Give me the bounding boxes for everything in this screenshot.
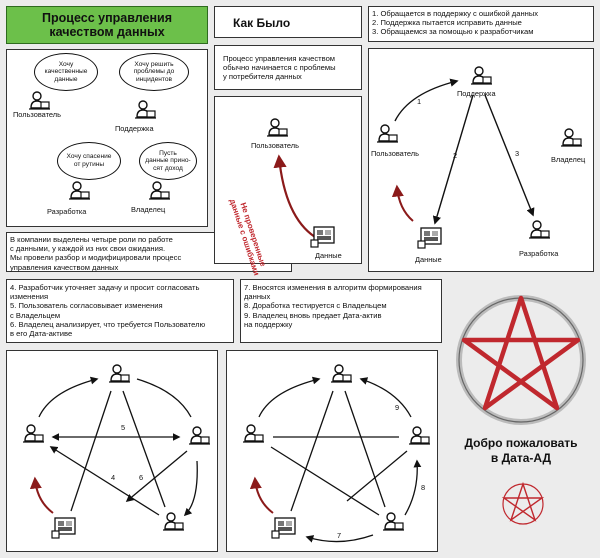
developer-bubble: Хочу спасение от рутины [57, 142, 121, 180]
owner-icon [408, 426, 431, 445]
support-icon [470, 66, 493, 85]
edge-3 [484, 94, 535, 217]
edge-label-8: 8 [421, 483, 426, 492]
developer-icon [162, 512, 185, 531]
data-icon [271, 517, 296, 539]
edge-2 [432, 94, 474, 225]
page-title: Процесс управления качеством данных [6, 6, 208, 44]
data-icon [51, 517, 76, 539]
owner-icon [188, 426, 211, 445]
steps-1-3-text: 1. Обращается в поддержку с ошибкой данн… [372, 9, 539, 37]
user-label: Пользователь [371, 149, 419, 158]
edge-label-1: 1 [417, 97, 422, 106]
kak-bylo-title: Как Было [233, 16, 291, 30]
developer-icon [382, 512, 405, 531]
owner-label: Владелец [131, 205, 166, 214]
developer-label: Разработка [47, 207, 87, 216]
bad-data-panel: Пользователь Не проверенные данные с оши… [214, 96, 362, 277]
diagram-7-9: 9 8 7 [226, 350, 438, 552]
owner-label: Владелец [551, 155, 586, 164]
intro-panel: В компании выделены четыре роли по работ… [6, 232, 292, 272]
diagram-4-6: 5 4 6 [6, 350, 218, 552]
start-text: Процесс управления качеством обычно начи… [223, 54, 336, 82]
kak-bylo-panel: Как Было [214, 6, 362, 38]
developer-icon [528, 220, 551, 239]
edge-label-6: 6 [139, 473, 144, 482]
edge-1 [394, 78, 459, 122]
steps-4-6-panel: 4. Разработчик уточняет задачу и просит … [6, 279, 234, 343]
support-icon [108, 364, 131, 383]
support-label: Поддержка [457, 89, 496, 98]
steps-7-9-text: 7. Вносятся изменения в алгоритм формиро… [244, 283, 422, 329]
edge-9 [359, 377, 412, 418]
data-label: Данные [315, 251, 342, 260]
diagram-1-3: Поддержка Пользователь Владелец Данные Р… [368, 48, 594, 272]
user-icon [376, 124, 399, 143]
edge-label-7: 7 [337, 531, 342, 540]
steps-7-9-panel: 7. Вносятся изменения в алгоритм формиро… [240, 279, 442, 343]
red-arrow [273, 154, 316, 238]
red-edge [391, 184, 414, 222]
welcome-text: Добро пожаловать в Дата-АД [464, 436, 578, 465]
support-icon [134, 100, 157, 119]
edge-6 [125, 450, 188, 502]
developer-icon [68, 181, 91, 200]
edge-4 [49, 446, 160, 516]
pentagram-icon [456, 295, 586, 425]
support-bubble: Хочу решить проблемы до инцидентов [119, 53, 189, 91]
data-label: Данные [415, 255, 442, 264]
owner-bubble: Пусть данные прино- сят доход [139, 142, 197, 180]
edge-label-3: 3 [515, 149, 520, 158]
user-icon [242, 424, 265, 443]
data-icon [310, 226, 335, 248]
user-label: Пользователь [13, 110, 61, 119]
steps-4-6-text: 4. Разработчик уточняет задачу и просит … [10, 283, 206, 339]
user-label: Пользователь [251, 141, 299, 150]
edge-8 [404, 459, 422, 516]
support-label: Поддержка [115, 124, 154, 133]
support-icon [330, 364, 353, 383]
owner-icon [560, 128, 583, 147]
edge-label-4: 4 [111, 473, 116, 482]
steps-1-3-panel: 1. Обращается в поддержку с ошибкой данн… [368, 6, 594, 42]
edge-label-9: 9 [395, 403, 400, 412]
owner-icon [148, 181, 171, 200]
start-panel: Процесс управления качеством обычно начи… [214, 45, 362, 90]
intro-text: В компании выделены четыре роли по работ… [10, 235, 182, 272]
edge-label-2: 2 [453, 151, 458, 160]
small-pentagram-icon [501, 481, 545, 525]
edge-7 [305, 534, 374, 543]
roles-panel: Хочу качественные данные Хочу решить про… [6, 49, 208, 227]
data-icon [417, 227, 442, 249]
user-icon [22, 424, 45, 443]
user-bubble: Хочу качественные данные [34, 53, 98, 91]
developer-label: Разработка [519, 249, 559, 258]
edge-label-5: 5 [121, 423, 126, 432]
